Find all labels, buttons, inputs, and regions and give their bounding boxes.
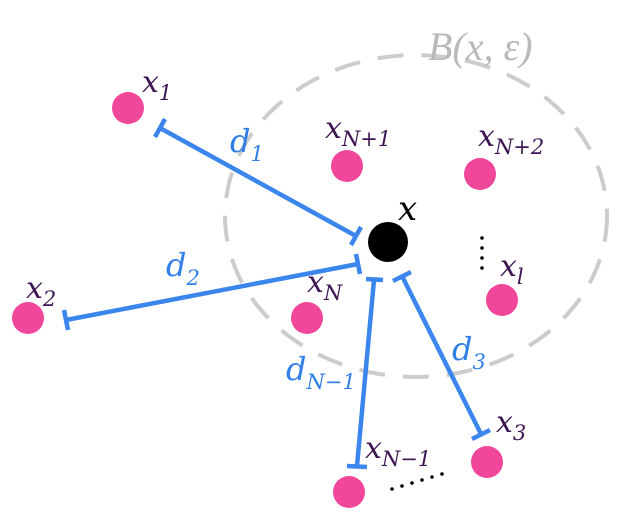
point-xN+1 bbox=[331, 150, 363, 182]
distance-d2 bbox=[61, 253, 363, 331]
label-x1: x1 bbox=[142, 65, 172, 105]
label-xN+2: xN+2 bbox=[478, 119, 544, 159]
point-x2 bbox=[12, 302, 44, 334]
point-xN bbox=[291, 302, 323, 334]
label-dN-1: dN−1 bbox=[286, 350, 356, 394]
point-xl bbox=[486, 284, 518, 316]
label-x3: x3 bbox=[496, 405, 526, 445]
label-xN: xN bbox=[307, 265, 343, 305]
ball-label: B(x, ε) bbox=[428, 24, 533, 69]
label-xN+1: xN+1 bbox=[325, 111, 391, 151]
point-xN+2 bbox=[464, 158, 496, 190]
label-x2: x2 bbox=[26, 271, 56, 311]
label-d2: d2 bbox=[166, 246, 200, 290]
distance-d3 bbox=[391, 269, 492, 442]
horizontal-ellipsis bbox=[390, 472, 444, 491]
label-d3: d3 bbox=[452, 330, 486, 374]
point-x3 bbox=[471, 446, 503, 478]
distance-dN-1 bbox=[346, 276, 384, 470]
label-xl: xl bbox=[500, 249, 524, 289]
vertical-ellipsis bbox=[480, 236, 484, 270]
distance-d1 bbox=[153, 117, 363, 247]
epsilon-ball-boundary bbox=[223, 53, 609, 379]
point-x1 bbox=[112, 92, 144, 124]
center-point-x bbox=[368, 222, 408, 262]
label-d1: d1 bbox=[230, 122, 264, 166]
label-xN-1: xN−1 bbox=[365, 431, 431, 471]
point-xN-1 bbox=[333, 476, 365, 508]
center-label: x bbox=[398, 189, 417, 229]
